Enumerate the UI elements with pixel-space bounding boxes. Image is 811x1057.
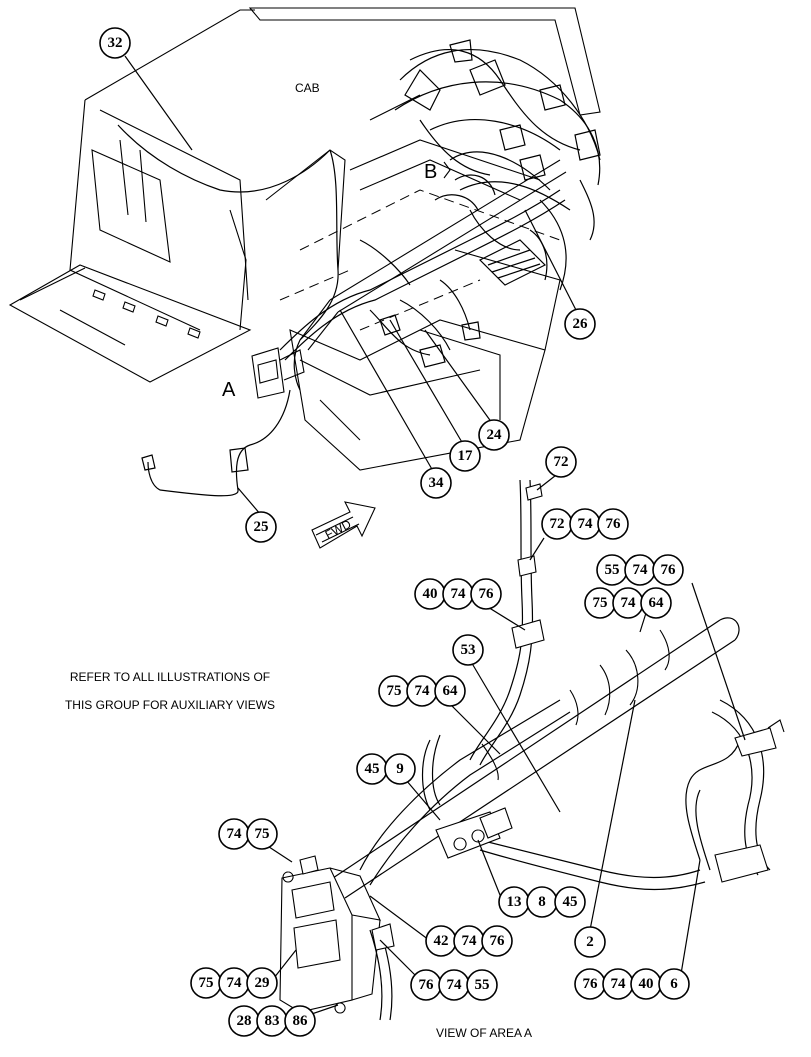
callout-72: 72 bbox=[545, 446, 577, 478]
svg-text:32: 32 bbox=[108, 35, 123, 51]
view-b-marker: B bbox=[424, 161, 437, 183]
svg-text:86: 86 bbox=[293, 1013, 309, 1029]
svg-text:76: 76 bbox=[583, 976, 599, 992]
callout-75-74-64-right: 75 74 64 bbox=[584, 587, 672, 619]
callout-76-74-40-6: 76 74 40 6 bbox=[574, 968, 690, 1000]
svg-text:74: 74 bbox=[462, 933, 478, 949]
svg-text:9: 9 bbox=[396, 761, 404, 777]
svg-text:28: 28 bbox=[237, 1013, 252, 1029]
svg-text:75: 75 bbox=[255, 826, 270, 842]
svg-text:74: 74 bbox=[578, 516, 594, 532]
callout-72-74-76: 72 74 76 bbox=[541, 508, 629, 540]
callouts: 32 26 24 17 34 25 72 72 74 76 55 74 76 bbox=[99, 27, 690, 1037]
callout-26: 26 bbox=[564, 308, 596, 340]
svg-text:55: 55 bbox=[475, 977, 490, 993]
callout-40-74-76: 40 74 76 bbox=[414, 578, 502, 610]
svg-text:76: 76 bbox=[606, 516, 622, 532]
callout-53: 53 bbox=[452, 634, 484, 666]
svg-text:83: 83 bbox=[265, 1013, 280, 1029]
cab-harness-art bbox=[117, 124, 566, 497]
svg-text:74: 74 bbox=[227, 826, 243, 842]
callout-76-74-55: 76 74 55 bbox=[410, 969, 498, 1001]
svg-text:55: 55 bbox=[605, 562, 620, 578]
svg-text:74: 74 bbox=[611, 976, 627, 992]
svg-text:53: 53 bbox=[461, 642, 476, 658]
svg-text:8: 8 bbox=[538, 894, 546, 910]
callout-42-74-76: 42 74 76 bbox=[425, 925, 513, 957]
svg-text:76: 76 bbox=[661, 562, 677, 578]
harness-bundle-b-art bbox=[394, 39, 601, 291]
svg-text:42: 42 bbox=[434, 933, 449, 949]
callout-13-8-45: 13 8 45 bbox=[498, 886, 586, 918]
svg-text:74: 74 bbox=[451, 586, 467, 602]
callout-34: 34 bbox=[420, 467, 452, 499]
refer-note: REFER TO ALL ILLUSTRATIONS OF THIS GROUP… bbox=[40, 656, 300, 726]
svg-text:75: 75 bbox=[387, 683, 402, 699]
svg-text:25: 25 bbox=[254, 519, 269, 535]
callout-75-74-29: 75 74 29 bbox=[190, 967, 278, 999]
callout-17: 17 bbox=[449, 440, 481, 472]
svg-text:75: 75 bbox=[199, 975, 214, 991]
view-b-arrow bbox=[443, 161, 451, 179]
svg-text:76: 76 bbox=[419, 977, 435, 993]
callout-45-9: 45 9 bbox=[356, 753, 416, 785]
svg-text:45: 45 bbox=[365, 761, 380, 777]
cab-frame-art bbox=[8, 7, 601, 471]
svg-text:72: 72 bbox=[550, 516, 565, 532]
svg-text:34: 34 bbox=[429, 475, 445, 491]
svg-text:74: 74 bbox=[227, 975, 243, 991]
svg-text:74: 74 bbox=[447, 977, 463, 993]
fwd-arrow: FWD bbox=[311, 501, 376, 549]
svg-text:74: 74 bbox=[621, 595, 637, 611]
svg-text:13: 13 bbox=[507, 894, 522, 910]
svg-text:17: 17 bbox=[458, 448, 474, 464]
refer-note-line-2: THIS GROUP FOR AUXILIARY VIEWS bbox=[64, 698, 276, 712]
svg-text:76: 76 bbox=[490, 933, 506, 949]
svg-text:64: 64 bbox=[443, 683, 459, 699]
svg-text:72: 72 bbox=[554, 454, 569, 470]
svg-text:2: 2 bbox=[586, 934, 594, 950]
svg-text:26: 26 bbox=[573, 316, 589, 332]
view-caption: VIEW OF AREA A bbox=[436, 1026, 532, 1040]
svg-text:64: 64 bbox=[649, 595, 665, 611]
callout-24: 24 bbox=[478, 419, 510, 451]
callout-28-83-86: 28 83 86 bbox=[228, 1005, 316, 1037]
svg-text:74: 74 bbox=[415, 683, 431, 699]
refer-note-line-1: REFER TO ALL ILLUSTRATIONS OF bbox=[69, 670, 271, 684]
view-a-marker: A bbox=[222, 379, 236, 401]
callout-2: 2 bbox=[574, 926, 606, 958]
ecm-module-a-art bbox=[251, 347, 305, 399]
svg-text:29: 29 bbox=[255, 975, 270, 991]
view-area-a-art bbox=[279, 479, 785, 1021]
svg-text:74: 74 bbox=[633, 562, 649, 578]
svg-text:40: 40 bbox=[423, 586, 438, 602]
svg-text:24: 24 bbox=[487, 427, 503, 443]
svg-text:6: 6 bbox=[670, 976, 678, 992]
callout-75-74-64-left: 75 74 64 bbox=[378, 675, 466, 707]
cab-label: CAB bbox=[295, 81, 320, 95]
svg-text:76: 76 bbox=[479, 586, 495, 602]
svg-text:45: 45 bbox=[563, 894, 578, 910]
callout-25: 25 bbox=[245, 511, 277, 543]
svg-text:75: 75 bbox=[593, 595, 608, 611]
callout-32: 32 bbox=[99, 27, 131, 59]
svg-text:40: 40 bbox=[639, 976, 654, 992]
callout-74-75: 74 75 bbox=[218, 818, 278, 850]
callout-55-74-76: 55 74 76 bbox=[596, 554, 684, 586]
leader-lines bbox=[124, 55, 746, 1019]
